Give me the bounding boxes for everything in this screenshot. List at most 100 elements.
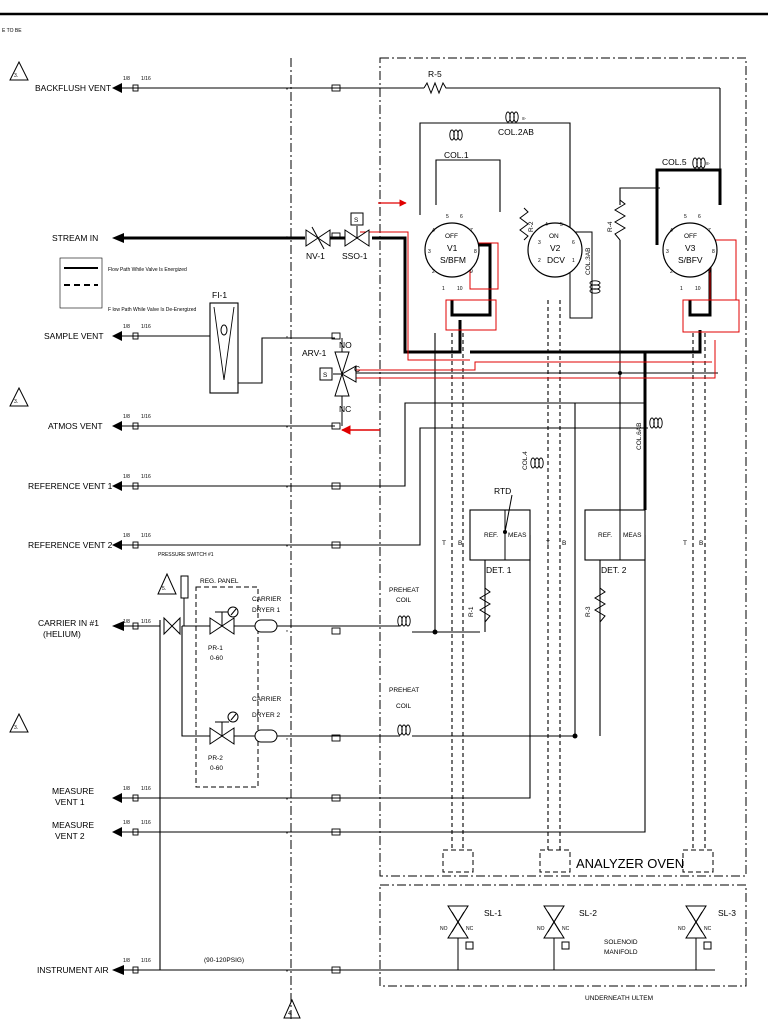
svg-text:F low Path While Valve Is De-E: F low Path While Valve Is De-Energized — [108, 307, 196, 313]
sl3-label: SL-3 — [718, 908, 736, 918]
svg-text:CARRIER: CARRIER — [252, 596, 282, 603]
valve-v3: OFF V3 S/BFV — [662, 222, 718, 278]
svg-text:DCV: DCV — [547, 255, 565, 265]
zone-boundaries — [290, 57, 747, 1022]
legend: Flow Path While Valve Is Energized F low… — [59, 257, 196, 313]
corner-note: E TO BE — [2, 28, 22, 34]
col4-label: COL.4 — [522, 451, 529, 470]
col3ab-box — [569, 231, 593, 319]
svg-text:PR-1: PR-1 — [208, 645, 223, 652]
svg-text:8: 8 — [474, 249, 477, 255]
svg-text:*: * — [286, 426, 288, 432]
svg-text:*: * — [286, 486, 288, 492]
svg-text:NC: NC — [562, 926, 570, 932]
svg-text:3: 3 — [428, 249, 431, 255]
solenoid-manifold-label-a: SOLENOID — [604, 939, 638, 946]
sl2-label: SL-2 — [579, 908, 597, 918]
reg-panel-label: REG. PANEL — [200, 578, 239, 585]
solenoid-manifold-label-b: MANIFOLD — [604, 949, 638, 956]
svg-text:S: S — [354, 217, 359, 224]
svg-text:MEAS: MEAS — [508, 532, 527, 539]
svg-text:C: C — [354, 364, 360, 374]
col2ab-label: COL.2AB — [498, 127, 534, 137]
svg-text:S/BFV: S/BFV — [678, 255, 703, 265]
svg-text:V2: V2 — [550, 243, 561, 253]
svg-text:≡·: ≡· — [522, 116, 527, 122]
svg-text:1/8: 1/8 — [123, 414, 130, 420]
instrument-air-label: INSTRUMENT AIR — [37, 965, 109, 975]
svg-text:5: 5 — [684, 214, 687, 220]
tube-fittings — [132, 84, 341, 974]
reference-vent-2-label: REFERENCE VENT 2 — [28, 540, 113, 550]
svg-text:PR-2: PR-2 — [208, 755, 223, 762]
svg-text:5.: 5. — [162, 586, 166, 592]
svg-text:NV-1: NV-1 — [306, 251, 325, 261]
svg-text:2: 2 — [538, 258, 541, 264]
detector-1: REF. MEAS DET. 1 RTD — [469, 486, 531, 575]
svg-text:1/16: 1/16 — [141, 619, 151, 625]
svg-text:1/16: 1/16 — [141, 958, 151, 964]
svg-text:ON: ON — [549, 233, 559, 240]
underneath-ultem-label: UNDERNEATH ULTEM — [585, 995, 653, 1002]
backflush-vent-label: BACKFLUSH VENT — [35, 83, 111, 93]
svg-text:*: * — [286, 970, 288, 976]
svg-text:4: 4 — [670, 228, 673, 234]
svg-text:1/16: 1/16 — [141, 474, 151, 480]
measure-vent-2-label-b: VENT 2 — [55, 831, 85, 841]
r1-label: R-1 — [468, 606, 475, 617]
solenoid-valves — [442, 849, 714, 970]
svg-text:1/16: 1/16 — [141, 76, 151, 82]
svg-text:*: * — [286, 88, 288, 94]
svg-text:V1: V1 — [447, 243, 458, 253]
svg-text:*: * — [286, 630, 288, 636]
piping-thin — [122, 87, 721, 971]
svg-text:4: 4 — [545, 222, 548, 228]
carrier-shutoff-valve — [163, 616, 181, 636]
svg-text:NC: NC — [466, 926, 474, 932]
svg-text:6: 6 — [460, 214, 463, 220]
svg-text:*: * — [286, 798, 288, 804]
svg-text:S: S — [323, 372, 328, 379]
svg-text:T: T — [546, 540, 550, 547]
measure-vent-2-label-a: MEASURE — [52, 820, 94, 830]
revision-mark-5: 5. — [157, 572, 177, 595]
column-coils — [397, 111, 706, 736]
svg-text:*: * — [286, 832, 288, 838]
svg-text:≡·: ≡· — [706, 161, 711, 167]
needle-valve-nv1: NV-1 — [305, 226, 331, 261]
svg-text:OFF: OFF — [445, 233, 458, 240]
svg-text:NO: NO — [339, 340, 352, 350]
shutoff-valve-sso1: S SSO-1 — [342, 212, 370, 261]
svg-text:1/8: 1/8 — [123, 820, 130, 826]
r5-label: R-5 — [428, 69, 442, 79]
r2-label: R-2 — [528, 221, 535, 232]
svg-text:V3: V3 — [685, 243, 696, 253]
svg-text:NC: NC — [339, 404, 351, 414]
svg-text:1/8: 1/8 — [123, 76, 130, 82]
svg-text:5: 5 — [560, 222, 563, 228]
stream-in-label: STREAM IN — [52, 233, 98, 243]
svg-text:8: 8 — [712, 249, 715, 255]
svg-text:RTD: RTD — [494, 486, 511, 496]
preheat-coil-1-b: COIL — [396, 597, 412, 604]
svg-text:1: 1 — [572, 258, 575, 264]
svg-text:B: B — [562, 540, 566, 547]
revision-mark-4: 4. — [283, 998, 301, 1019]
svg-text:NO: NO — [678, 926, 686, 932]
svg-text:3.: 3. — [14, 399, 18, 405]
svg-text:T: T — [683, 540, 687, 547]
svg-text:2: 2 — [670, 269, 673, 275]
svg-text:2: 2 — [432, 269, 435, 275]
svg-text:9: 9 — [708, 269, 711, 275]
sl1-label: SL-1 — [484, 908, 502, 918]
instrument-air-pressure: (90-120PSIG) — [204, 957, 244, 964]
preheat-coil-2-a: PREHEAT — [389, 687, 419, 694]
svg-text:S/BFM: S/BFM — [440, 255, 466, 265]
revision-mark-2: 3. — [9, 386, 29, 407]
svg-text:B: B — [458, 540, 462, 547]
svg-text:1/16: 1/16 — [141, 820, 151, 826]
preheat-coil-1-a: PREHEAT — [389, 587, 419, 594]
svg-text:4: 4 — [432, 228, 435, 234]
